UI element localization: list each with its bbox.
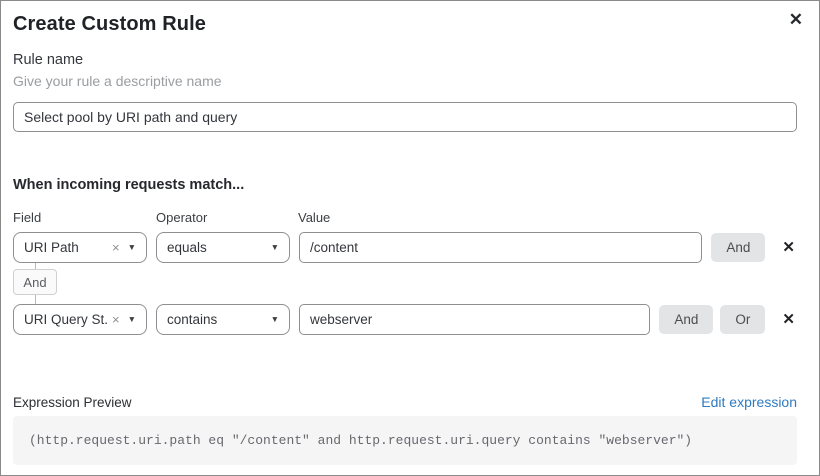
page-title: Create Custom Rule xyxy=(13,13,206,35)
close-icon: ✕ xyxy=(788,10,803,29)
connector-line xyxy=(34,295,36,304)
field-column-label: Field xyxy=(13,210,42,225)
chevron-down-icon: ▼ xyxy=(270,314,279,325)
condition-column-labels: Field Operator Value xyxy=(13,210,797,225)
edit-expression-link[interactable]: Edit expression xyxy=(701,394,797,410)
field-select[interactable]: URI Query St... × ▼ xyxy=(13,304,147,335)
value-input[interactable] xyxy=(299,232,703,263)
rule-name-hint: Give your rule a descriptive name xyxy=(13,73,222,89)
chevron-down-icon: ▼ xyxy=(270,242,279,253)
condition-row: URI Path × ▼ equals ▼ And ✕ xyxy=(13,232,797,263)
operator-select[interactable]: equals ▼ xyxy=(156,232,290,263)
expression-code: (http.request.uri.path eq "/content" and… xyxy=(13,416,797,465)
clear-selection-icon[interactable]: × xyxy=(111,312,120,327)
operator-select-value: equals xyxy=(167,240,207,255)
rule-name-input[interactable] xyxy=(13,102,797,132)
condition-row: URI Query St... × ▼ contains ▼ And Or ✕ xyxy=(13,304,797,335)
rule-name-label: Rule name xyxy=(13,52,84,68)
operator-column-label: Operator xyxy=(156,210,208,225)
connector-line xyxy=(34,263,36,269)
field-select-value: URI Path xyxy=(24,240,79,255)
condition-connector: And xyxy=(13,263,57,304)
field-select-value: URI Query St... xyxy=(24,312,108,327)
field-select[interactable]: URI Path × ▼ xyxy=(13,232,147,263)
chevron-down-icon: ▼ xyxy=(127,314,136,325)
and-connector-badge: And xyxy=(13,269,57,295)
operator-select[interactable]: contains ▼ xyxy=(156,304,290,335)
operator-select-value: contains xyxy=(167,312,218,327)
value-input[interactable] xyxy=(299,304,651,335)
expression-preview-label: Expression Preview xyxy=(13,394,132,410)
add-or-condition-button[interactable]: Or xyxy=(720,305,766,334)
add-and-condition-button[interactable]: And xyxy=(711,233,766,262)
remove-condition-button[interactable]: ✕ xyxy=(780,238,797,257)
match-heading: When incoming requests match... xyxy=(13,177,245,193)
value-column-label: Value xyxy=(298,210,331,225)
chevron-down-icon: ▼ xyxy=(127,242,136,253)
expression-preview-header: Expression Preview Edit expression xyxy=(13,394,797,410)
remove-condition-button[interactable]: ✕ xyxy=(780,310,797,329)
close-button[interactable]: ✕ xyxy=(785,7,807,32)
add-and-condition-button[interactable]: And xyxy=(659,305,714,334)
delete-icon: ✕ xyxy=(782,311,795,328)
clear-selection-icon[interactable]: × xyxy=(111,240,120,255)
delete-icon: ✕ xyxy=(782,239,795,256)
